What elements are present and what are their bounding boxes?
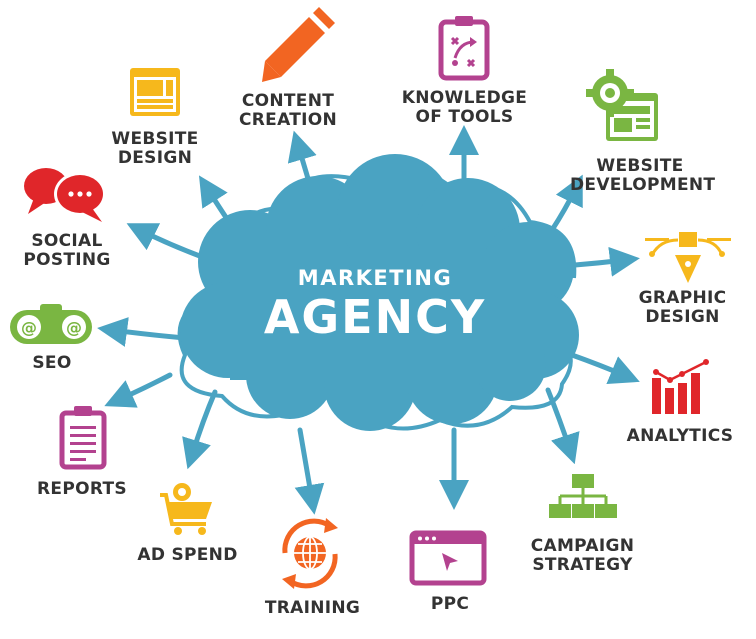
label-social-posting: SOCIAL POSTING (12, 232, 122, 270)
svg-text:@: @ (21, 318, 37, 337)
label-line: SOCIAL (31, 231, 103, 251)
label-line: WEBSITE (111, 129, 199, 149)
label-line: DEVELOPMENT (570, 175, 716, 195)
label-line: DESIGN (645, 307, 720, 327)
label-line: SEO (32, 353, 72, 373)
label-line: CONTENT (241, 91, 335, 111)
speech-bubbles-icon (24, 168, 106, 222)
label-seo: SEO (17, 354, 87, 373)
label-line: DESIGN (117, 148, 193, 168)
label-line: REPORTS (37, 479, 127, 499)
label-knowledge-of-tools: KNOWLEDGE OF TOOLS (392, 89, 537, 127)
arrow-campaign-strategy (545, 387, 580, 465)
arrow-training (294, 427, 325, 515)
label-line: GRAPHIC (638, 288, 727, 308)
browser-click-icon (409, 530, 487, 586)
label-analytics: ANALYTICS (615, 427, 745, 446)
label-reports: REPORTS (27, 480, 137, 499)
center-title-line1: MARKETING (297, 266, 453, 290)
label-line: CREATION (238, 110, 338, 130)
gear-browser-icon (586, 69, 658, 141)
label-line: POSTING (23, 250, 111, 270)
label-line: WEBSITE (596, 156, 684, 176)
clipboard-strategy-icon (438, 16, 490, 81)
label-line: ANALYTICS (626, 426, 734, 446)
binoculars-icon: @ @ (10, 304, 92, 344)
arrow-analytics (569, 352, 640, 384)
agency-cloud (177, 154, 579, 431)
label-graphic-design: GRAPHIC DESIGN (630, 289, 735, 327)
org-chart-icon (549, 474, 617, 518)
arrow-seo (97, 317, 188, 347)
label-line: OF TOOLS (415, 107, 514, 127)
pencil-icon (262, 7, 335, 82)
label-campaign-strategy: CAMPAIGN STRATEGY (520, 537, 645, 575)
label-line: CAMPAIGN (530, 536, 635, 556)
center-title-line2: AGENCY (263, 290, 487, 344)
label-ad-spend: AD SPEND (130, 546, 245, 565)
arrow-website-development (549, 174, 583, 233)
label-training: TRAINING (255, 599, 370, 618)
globe-cycle-icon (282, 518, 338, 589)
label-website-development: WEBSITE DEVELOPMENT (570, 156, 716, 195)
browser-layout-icon (130, 68, 180, 116)
arrow-social-posting (126, 223, 208, 261)
center-title: MARKETING AGENCY (230, 266, 520, 344)
arrow-ad-spend (182, 389, 218, 470)
arrow-reports (104, 372, 173, 408)
label-line: KNOWLEDGE (401, 88, 528, 108)
shopping-cart-icon (160, 483, 212, 535)
report-clipboard-icon (59, 406, 107, 470)
label-line: TRAINING (264, 598, 361, 618)
label-content-creation: CONTENT CREATION (228, 92, 348, 130)
svg-text:@: @ (66, 318, 82, 337)
label-line: PPC (430, 594, 470, 614)
label-website-design: WEBSITE DESIGN (95, 130, 215, 168)
connector-arrows (97, 125, 640, 515)
label-line: AD SPEND (137, 545, 238, 565)
pen-tool-icon (645, 232, 731, 283)
arrow-graphic-design (572, 246, 640, 277)
label-ppc: PPC (410, 595, 490, 614)
bar-chart-icon (652, 359, 709, 414)
label-line: STRATEGY (532, 555, 633, 575)
